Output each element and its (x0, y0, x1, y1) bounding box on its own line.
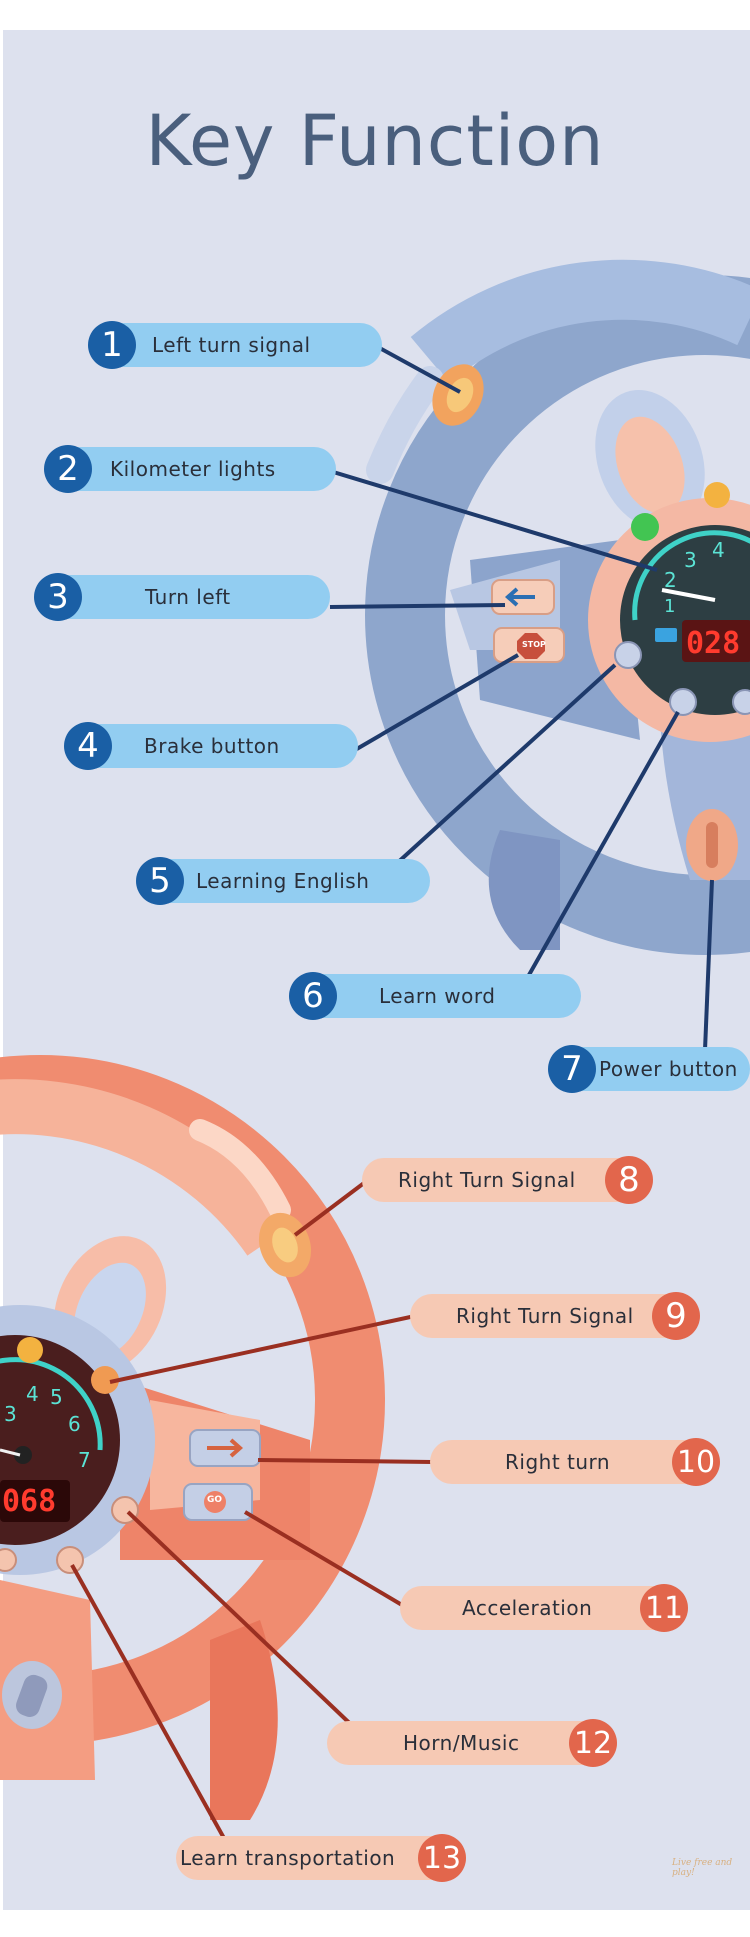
label-text: Turn left (145, 585, 231, 609)
peach-gauge-tick-4: 4 (26, 1382, 39, 1406)
label-text: Right turn (505, 1450, 611, 1474)
label-left-turn-signal: Left turn signal (96, 323, 382, 367)
number-badge-10: 10 (672, 1438, 720, 1486)
blue-gauge-tick-3: 3 (684, 548, 697, 572)
label-right-turn: Right turn (430, 1440, 715, 1484)
number-badge-6: 6 (289, 972, 337, 1020)
label-brake-button: Brake button (70, 724, 358, 768)
label-kilometer-lights: Kilometer lights (50, 447, 336, 491)
label-learn-word: Learn word (295, 974, 581, 1018)
peach-gauge-tick-6: 6 (68, 1412, 81, 1436)
number-badge-4: 4 (64, 722, 112, 770)
peach-gauge-tick-5: 5 (50, 1385, 63, 1409)
label-text: Kilometer lights (110, 457, 276, 481)
peach-gauge-tick-7: 7 (78, 1448, 91, 1472)
number-badge-8: 8 (605, 1156, 653, 1204)
label-learn-transportation: Learn transportation (176, 1836, 466, 1880)
label-text: Learn word (379, 984, 496, 1008)
label-text: Right Turn Signal (456, 1304, 634, 1328)
number-badge-7: 7 (548, 1045, 596, 1093)
watermark: Live free and play! (672, 1858, 733, 1878)
number-badge-9: 9 (652, 1292, 700, 1340)
label-text: Acceleration (462, 1596, 593, 1620)
label-text: Learning English (196, 869, 370, 893)
label-learning-english: Learning English (140, 859, 430, 903)
label-text: Brake button (144, 734, 280, 758)
label-right-turn-signal-9: Right Turn Signal (410, 1294, 695, 1338)
peach-steering-wheel (0, 1055, 385, 1820)
label-horn-music: Horn/Music (327, 1721, 617, 1765)
label-acceleration: Acceleration (400, 1586, 685, 1630)
peach-leader-lines (70, 1178, 433, 1841)
page-title: Key Function (145, 100, 605, 182)
peach-gauge-tick-3: 3 (4, 1402, 17, 1426)
number-badge-1: 1 (88, 321, 136, 369)
label-text: Left turn signal (152, 333, 311, 357)
label-text: Horn/Music (403, 1731, 520, 1755)
blue-steering-wheel (365, 259, 750, 955)
number-badge-2: 2 (44, 445, 92, 493)
label-right-turn-signal-8: Right Turn Signal (362, 1158, 647, 1202)
label-text: Power button (599, 1057, 738, 1081)
label-text: Learn transportation (180, 1846, 396, 1870)
label-turn-left: Turn left (40, 575, 330, 619)
number-badge-11: 11 (640, 1584, 688, 1632)
blue-gauge-tick-2: 2 (664, 568, 677, 592)
label-text: Right Turn Signal (398, 1168, 576, 1192)
blue-gauge-tick-4: 4 (712, 538, 725, 562)
blue-speed-display: 028 (686, 626, 741, 661)
number-badge-12: 12 (569, 1719, 617, 1767)
number-badge-13: 13 (418, 1834, 466, 1882)
peach-speed-display: 068 (2, 1484, 57, 1519)
blue-gauge-tick-1: 1 (664, 596, 676, 617)
go-button-label: GO (207, 1495, 223, 1505)
number-badge-3: 3 (34, 573, 82, 621)
number-badge-5: 5 (136, 857, 184, 905)
stop-button-label: STOP (522, 640, 546, 649)
